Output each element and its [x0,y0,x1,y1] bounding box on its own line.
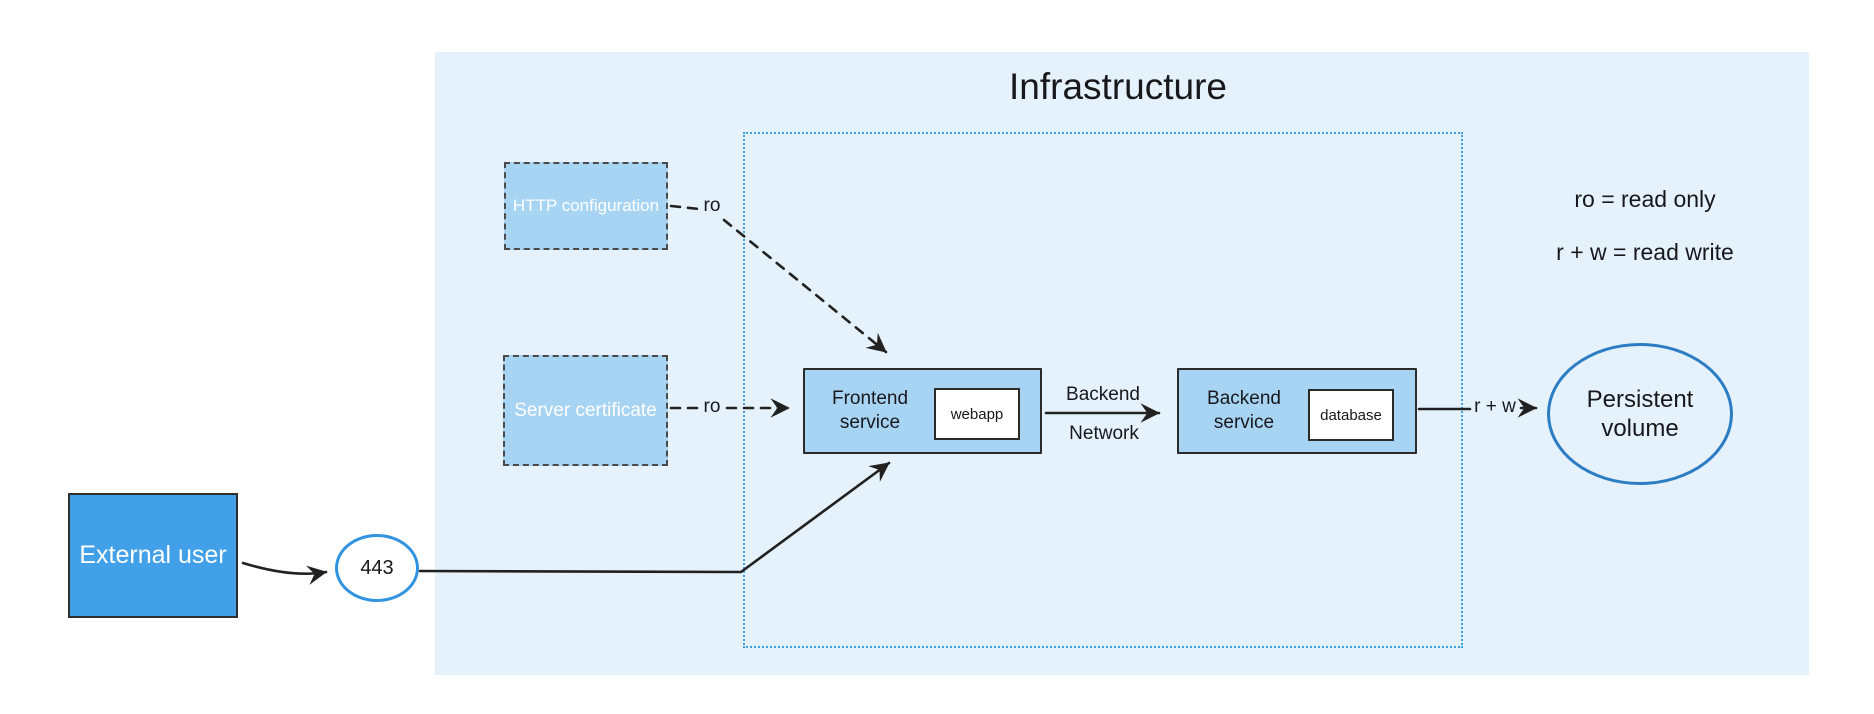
external-user-label: External user [79,541,227,569]
edge-label-ro-servercert: ro [703,396,721,417]
frontend-service-label: Frontend service [831,388,909,433]
webapp-node: webapp [934,388,1020,440]
database-label: database [1320,406,1382,424]
edge-externaluser-port [241,561,328,585]
http-configuration-label: HTTP configuration [512,196,660,215]
port-443-node: 443 [335,534,419,602]
legend-read-write: r + w = read write [1556,239,1734,265]
server-certificate-node: Server certificate [503,355,668,466]
persistent-volume-node: Persistent volume [1547,343,1733,485]
database-node: database [1308,389,1394,441]
diagram-title: Infrastructure [1009,66,1227,107]
backend-service-label: Backend service [1207,388,1281,433]
edge-label-ro-httpconfig: ro [703,195,721,216]
webapp-label: webapp [950,405,1004,423]
frontend-service-node: Frontend service webapp [803,368,1042,454]
legend-read-only: ro = read only [1574,186,1716,212]
edge-label-backend: Backend [1066,384,1140,405]
http-configuration-node: HTTP configuration [504,162,668,250]
persistent-volume-label: Persistent volume [1586,385,1694,442]
external-user-node: External user [68,493,238,618]
backend-service-node: Backend service database [1177,368,1417,454]
edge-label-rw: r + w [1474,396,1516,417]
server-certificate-label: Server certificate [514,399,657,421]
network-boundary-rect [743,132,1463,648]
edge-label-network: Network [1069,423,1139,444]
port-443-label: 443 [360,556,394,579]
